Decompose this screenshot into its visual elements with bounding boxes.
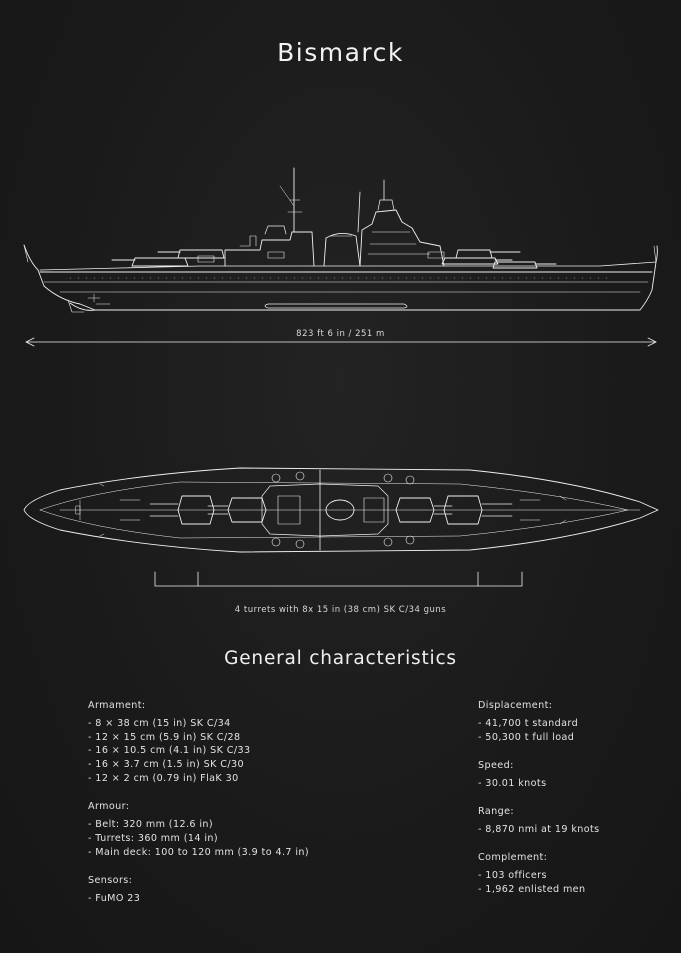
characteristic-group: Complement: - 103 officers - 1,962 enliste… bbox=[478, 851, 600, 896]
characteristic-item: - 16 × 10.5 cm (4.1 in) SK C/33 bbox=[88, 745, 251, 757]
group-heading: Complement: bbox=[478, 852, 548, 864]
characteristic-group: Armament: - 8 × 38 cm (15 in) SK C/34 - 12… bbox=[88, 699, 309, 786]
group-heading: Range: bbox=[478, 805, 515, 817]
turret-bracket bbox=[154, 571, 523, 587]
group-heading: Armour: bbox=[88, 801, 130, 813]
characteristic-item: - FuMO 23 bbox=[88, 892, 141, 904]
characteristics-right-column: Displacement: - 41,700 t standard - 50,300… bbox=[478, 699, 600, 911]
characteristics-left-column: Armament: - 8 × 38 cm (15 in) SK C/34 - 12… bbox=[88, 699, 309, 920]
characteristic-item: - 12 × 2 cm (0.79 in) FlaK 30 bbox=[88, 772, 239, 784]
characteristic-item: - 1,962 enlisted men bbox=[478, 883, 586, 895]
characteristic-group: Sensors: - FuMO 23 bbox=[88, 874, 309, 906]
characteristic-item: - 16 × 3.7 cm (1.5 in) SK C/30 bbox=[88, 759, 244, 771]
group-heading: Armament: bbox=[88, 700, 146, 711]
characteristic-group: Displacement: - 41,700 t standard - 50,300… bbox=[478, 699, 600, 744]
characteristic-item: - Turrets: 360 mm (14 in) bbox=[88, 832, 219, 844]
characteristic-group: Speed: - 30.01 knots bbox=[478, 759, 600, 791]
characteristic-item: - 30.01 knots bbox=[478, 777, 547, 789]
characteristic-item: - 103 officers bbox=[478, 869, 547, 881]
characteristic-group: Armour: - Belt: 320 mm (12.6 in)- Turrets… bbox=[88, 800, 309, 859]
characteristic-item: - 50,300 t full load bbox=[478, 731, 575, 743]
section-title: General characteristics bbox=[224, 648, 457, 669]
characteristic-item: - Belt: 320 mm (12.6 in) bbox=[88, 819, 214, 831]
characteristic-item: - 8 × 38 cm (15 in) SK C/34 bbox=[88, 717, 231, 729]
characteristic-item: - 12 × 15 cm (5.9 in) SK C/28 bbox=[88, 731, 241, 743]
top-view-drawing bbox=[23, 467, 659, 553]
group-heading: Sensors: bbox=[88, 874, 133, 886]
characteristic-item: - 8,870 nmi at 19 knots bbox=[478, 823, 600, 835]
group-heading: Speed: bbox=[478, 759, 514, 771]
characteristic-item: - Main deck: 100 to 120 mm (3.9 to 4.7 i… bbox=[88, 846, 310, 858]
side-profile-drawing bbox=[23, 167, 658, 313]
length-caption: 823 ft 6 in / 251 m bbox=[296, 329, 385, 339]
group-heading: Displacement: bbox=[478, 700, 553, 711]
characteristic-item: - 41,700 t standard bbox=[478, 717, 579, 729]
characteristic-group: Range: - 8,870 nmi at 19 knots bbox=[478, 805, 600, 837]
poster-title: Bismarck bbox=[277, 38, 404, 67]
length-dimension-arrow bbox=[25, 337, 657, 347]
turrets-caption: 4 turrets with 8x 15 in (38 cm) SK C/34 … bbox=[234, 605, 447, 615]
